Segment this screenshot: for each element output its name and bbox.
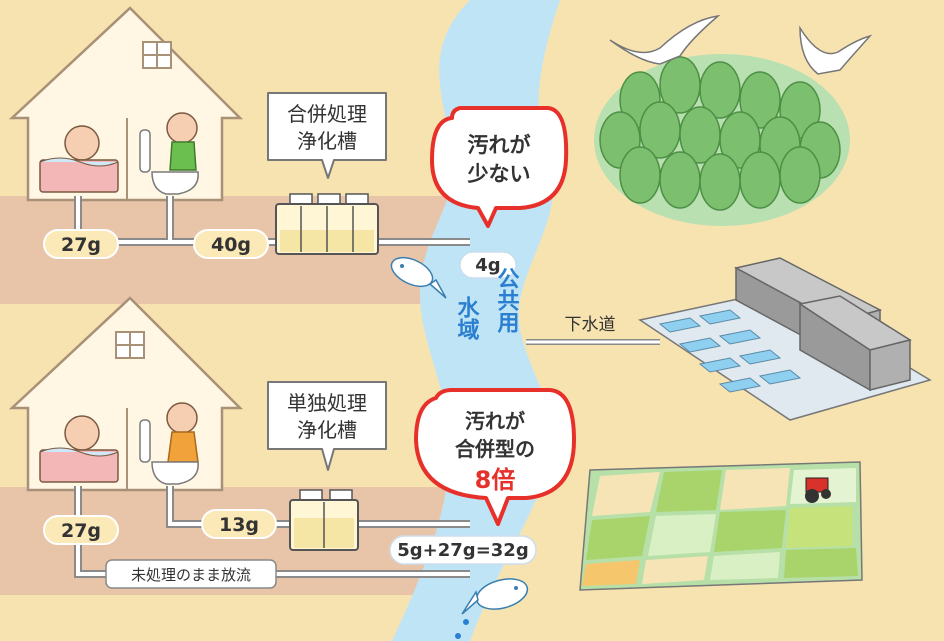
top-bubble-line2: 少ない (467, 162, 531, 186)
bottom-toilet (139, 402, 199, 485)
forest (594, 54, 850, 226)
top-bath-amount-badge: 27g (43, 229, 119, 259)
sewage-treatment-plant (638, 257, 932, 421)
public-water-label: 水域 公共用 (454, 267, 520, 340)
bottom-tank-callout: 単独処理 浄化槽 (267, 381, 387, 471)
bottom-tank-label-2: 浄化槽 (297, 418, 357, 442)
bottom-bath-amount-badge: 27g (43, 515, 119, 545)
water-label-col2: 公共用 (494, 267, 520, 334)
bottom-bubble-line1: 汚れが (465, 409, 525, 433)
untreated-label: 未処理のまま放流 (131, 566, 251, 584)
sewer-label: 下水道 (565, 315, 616, 335)
top-tank-label-1: 合併処理 (287, 102, 367, 126)
top-bath-amount: 27g (61, 234, 101, 256)
sewer-pipe: 下水道 (526, 315, 660, 345)
top-tank-label-2: 浄化槽 (297, 129, 357, 153)
bottom-septic-tank (289, 489, 359, 551)
bird-1 (609, 14, 721, 65)
tractor (805, 477, 831, 503)
bottom-toilet-amount: 13g (219, 514, 259, 536)
top-bathtub (39, 125, 119, 193)
bottom-toilet-amount-badge: 13g (201, 509, 277, 539)
top-toilet-amount: 40g (211, 234, 251, 256)
untreated-discharge-badge: 未処理のまま放流 (105, 559, 277, 589)
farmland (579, 461, 863, 591)
bottom-bubble-line3: 8倍 (475, 466, 516, 494)
top-result-bubble: 汚れが 少ない (430, 106, 569, 228)
bottom-outflow-amount-badge: 5g+27g=32g (389, 535, 537, 565)
top-septic-tank (275, 193, 379, 255)
top-fish (390, 256, 447, 299)
top-toilet (139, 112, 199, 195)
bottom-result-bubble: 汚れが 合併型の 8倍 (414, 388, 576, 526)
bottom-tank-label-1: 単独処理 (287, 391, 367, 415)
top-toilet-amount-badge: 40g (193, 229, 269, 259)
bottom-fish (455, 578, 529, 639)
top-bubble-line1: 汚れが (468, 133, 531, 157)
bottom-bath-amount: 27g (61, 520, 101, 542)
bottom-bubble-line2: 合併型の (455, 437, 535, 461)
bottom-bathtub (39, 415, 119, 483)
top-outflow-amount: 4g (475, 255, 500, 276)
bird-2 (799, 25, 873, 75)
bottom-outflow-amount: 5g+27g=32g (397, 540, 528, 561)
water-label-col1: 水域 (454, 296, 480, 340)
top-tank-callout: 合併処理 浄化槽 (267, 92, 387, 179)
top-outflow-amount-badge: 4g (459, 251, 517, 279)
